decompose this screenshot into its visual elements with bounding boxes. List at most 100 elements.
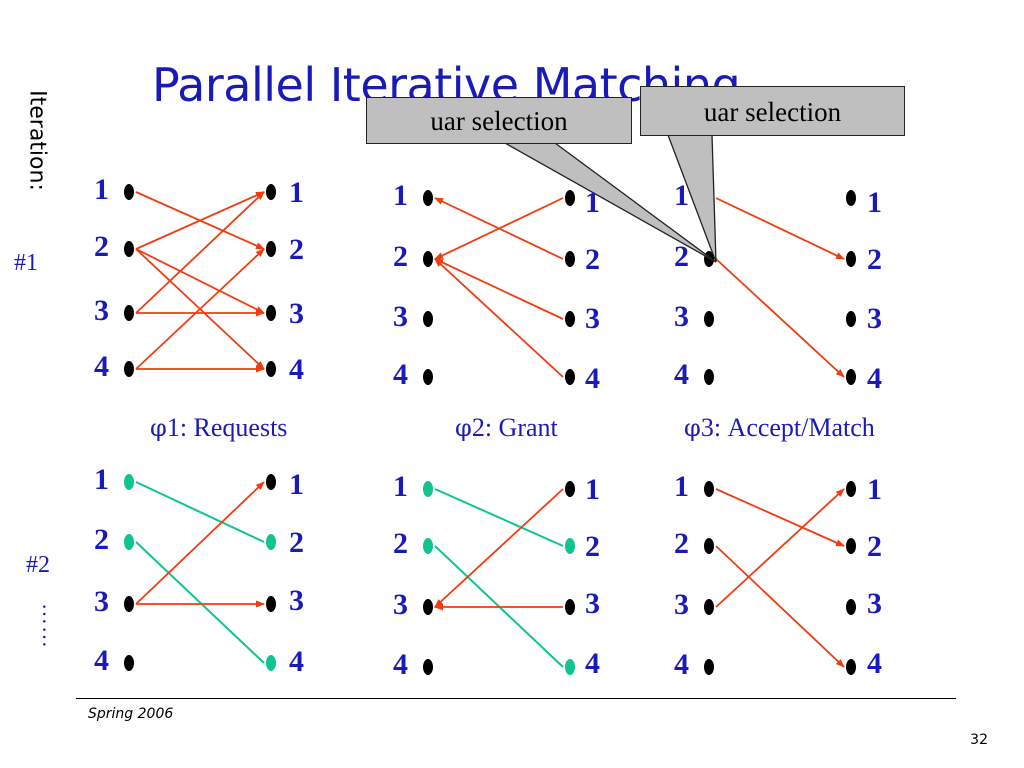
output-port-dot-1-2 [266, 241, 276, 257]
page-number: 32 [970, 732, 988, 748]
input-port-dot-1-4 [124, 361, 134, 377]
output-port-dot-2-3 [565, 311, 575, 327]
request-arrow-3-2-4 [715, 258, 845, 378]
request-arrow-6-3-1 [715, 488, 845, 608]
phase-label-text: 2: Grant [471, 413, 558, 442]
phi-symbol: φ [684, 414, 701, 442]
input-port-dot-2-1 [423, 190, 433, 206]
input-port-dot-5-3 [423, 599, 433, 615]
output-port-label-5-4: 4 [585, 647, 600, 680]
output-port-label-2-2: 2 [585, 243, 600, 276]
input-port-dot-4-2 [124, 534, 134, 550]
input-port-label-3-2: 2 [674, 240, 689, 273]
request-arrow-3-1-2 [715, 197, 845, 260]
output-port-dot-2-2 [565, 251, 575, 267]
request-arrow-4-3-1 [135, 481, 265, 605]
input-port-dot-1-2 [124, 241, 134, 257]
output-port-dot-1-4 [266, 361, 276, 377]
output-port-label-1-3: 3 [289, 297, 304, 330]
output-port-dot-6-2 [846, 538, 856, 554]
input-port-dot-2-3 [423, 311, 433, 327]
output-port-dot-4-4 [266, 655, 276, 671]
input-port-label-4-2: 2 [94, 523, 109, 556]
phase-label-text: 3: Accept/Match [700, 413, 875, 442]
input-port-label-4-1: 1 [94, 463, 109, 496]
output-port-label-5-2: 2 [585, 530, 600, 563]
output-port-label-4-3: 3 [289, 584, 304, 617]
request-arrow-1-3-1 [135, 191, 265, 314]
output-port-label-3-1: 1 [867, 186, 882, 219]
input-port-dot-5-4 [423, 659, 433, 675]
output-port-label-1-1: 1 [289, 176, 304, 209]
output-port-label-4-4: 4 [289, 645, 304, 678]
output-port-label-6-2: 2 [867, 530, 882, 563]
input-port-dot-4-1 [124, 474, 134, 490]
output-port-dot-5-1 [565, 481, 575, 497]
input-port-dot-4-3 [124, 596, 134, 612]
output-port-dot-5-3 [565, 599, 575, 615]
input-port-dot-3-3 [704, 311, 714, 327]
matched-connection-4-1-2 [135, 481, 265, 543]
output-port-label-1-4: 4 [289, 353, 304, 386]
output-port-label-2-4: 4 [585, 362, 600, 395]
output-port-label-3-2: 2 [867, 243, 882, 276]
input-port-dot-5-1 [423, 481, 433, 497]
input-port-label-6-3: 3 [674, 588, 689, 621]
output-port-label-1-2: 2 [289, 233, 304, 266]
input-port-label-2-1: 1 [393, 179, 408, 212]
input-port-label-3-3: 3 [674, 300, 689, 333]
grant-arrow-5-3-1 [434, 488, 564, 608]
input-port-label-5-4: 4 [393, 648, 408, 681]
output-port-dot-3-1 [846, 190, 856, 206]
input-port-dot-6-4 [704, 659, 714, 675]
output-port-label-4-2: 2 [289, 526, 304, 559]
input-port-label-1-2: 2 [94, 230, 109, 263]
output-port-label-2-3: 3 [585, 302, 600, 335]
output-port-dot-5-4 [565, 659, 575, 675]
output-port-dot-4-3 [266, 596, 276, 612]
request-arrow-1-2-1 [135, 191, 265, 250]
input-port-label-1-4: 4 [94, 350, 109, 383]
input-port-dot-1-1 [124, 184, 134, 200]
input-port-label-5-1: 1 [393, 470, 408, 503]
input-port-label-3-1: 1 [674, 179, 689, 212]
input-port-dot-5-2 [423, 538, 433, 554]
iteration-number-1: #1 [14, 250, 38, 276]
request-arrow-1-4-2 [135, 248, 265, 370]
output-port-dot-1-1 [266, 184, 276, 200]
phase-label-text: 1: Requests [166, 413, 288, 442]
input-port-label-1-3: 3 [94, 294, 109, 327]
output-port-label-6-3: 3 [867, 587, 882, 620]
phi-symbol: φ [455, 414, 472, 442]
input-port-label-5-3: 3 [393, 588, 408, 621]
input-port-dot-6-2 [704, 538, 714, 554]
output-port-label-5-3: 3 [585, 587, 600, 620]
phi-symbol: φ [150, 414, 167, 442]
footer-text: Spring 2006 [88, 706, 174, 722]
phase-label-accept-match: φ3: Accept/Match [684, 413, 875, 443]
output-port-dot-3-4 [846, 369, 856, 385]
output-port-dot-6-4 [846, 659, 856, 675]
input-port-dot-6-1 [704, 481, 714, 497]
input-port-dot-1-3 [124, 305, 134, 321]
request-arrow-1-2-3 [135, 248, 265, 314]
phase-label-grant: φ2: Grant [455, 413, 558, 443]
footer-divider [76, 698, 956, 699]
input-port-label-4-3: 3 [94, 585, 109, 618]
output-port-dot-5-2 [565, 538, 575, 554]
output-port-dot-2-4 [565, 369, 575, 385]
input-port-label-2-4: 4 [393, 358, 408, 391]
callout-uar-selection-2: uar selection [640, 86, 905, 136]
input-port-label-6-4: 4 [674, 648, 689, 681]
input-port-dot-2-4 [423, 369, 433, 385]
input-port-label-3-4: 4 [674, 358, 689, 391]
input-port-label-1-1: 1 [94, 173, 109, 206]
output-port-dot-4-2 [266, 534, 276, 550]
input-port-dot-2-2 [423, 251, 433, 267]
output-port-dot-6-3 [846, 599, 856, 615]
output-port-dot-1-3 [266, 305, 276, 321]
matched-connection-4-2-4 [135, 541, 265, 664]
grant-arrow-2-2-1 [434, 197, 564, 260]
phase-label-requests: φ1: Requests [150, 413, 287, 443]
input-port-label-6-2: 2 [674, 527, 689, 560]
